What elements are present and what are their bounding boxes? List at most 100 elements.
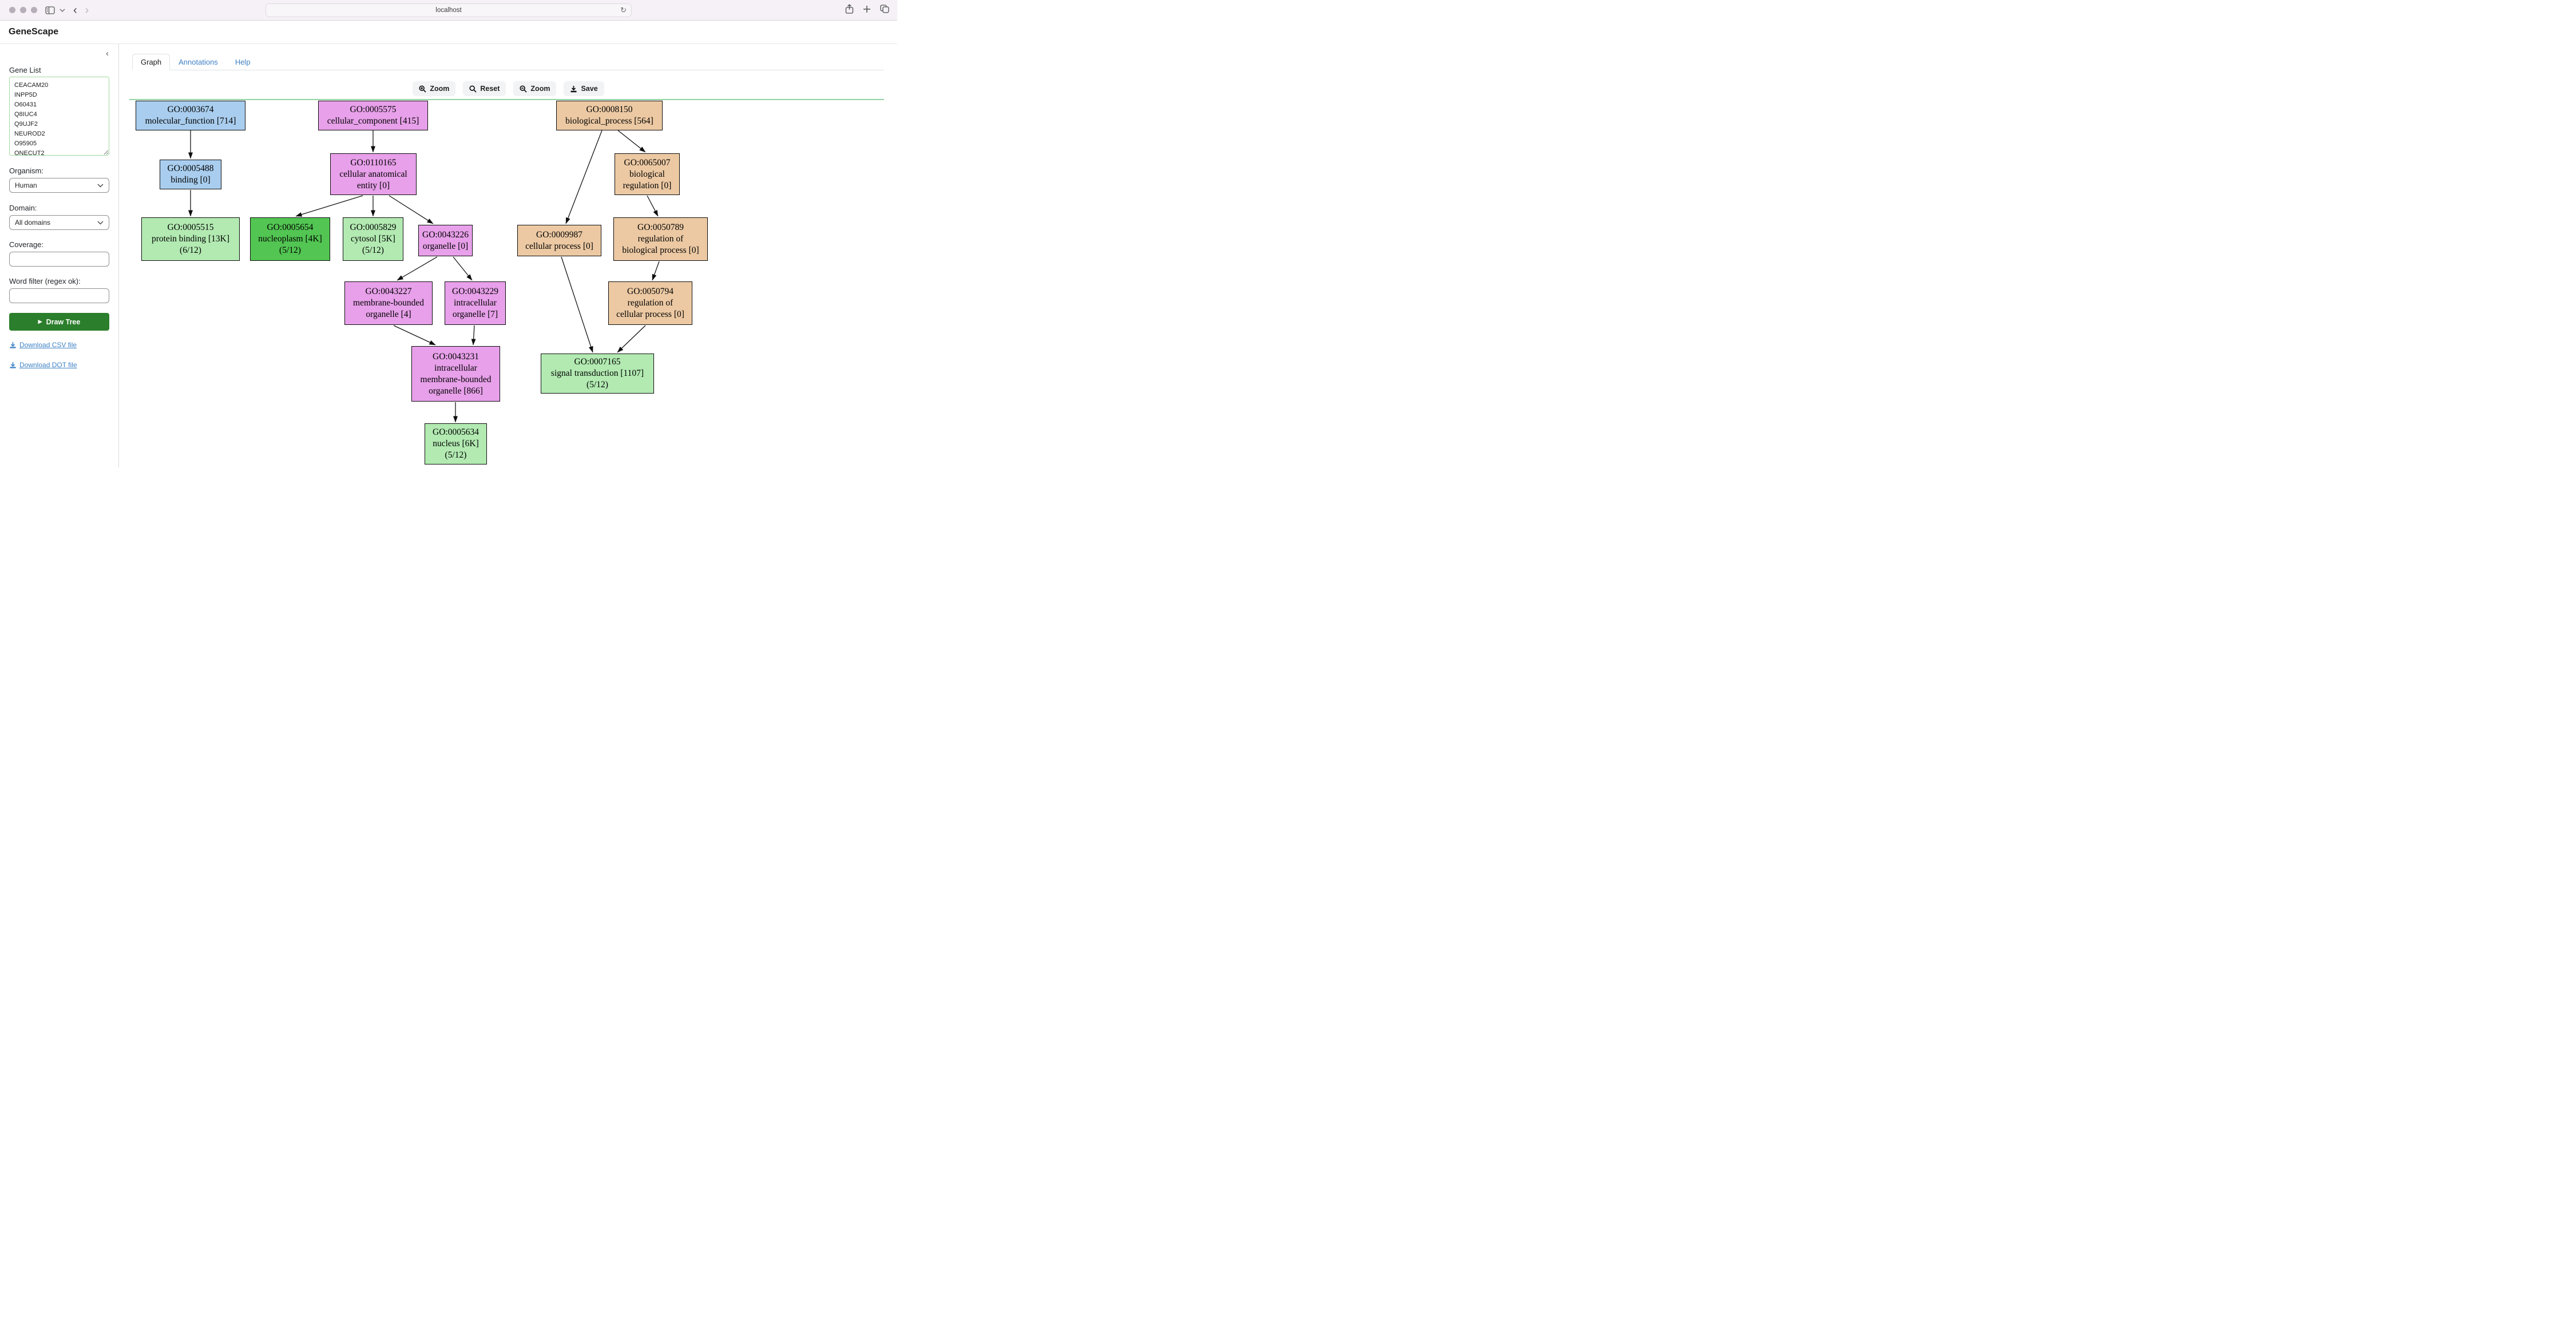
go-node-GO-0005634: GO:0005634 nucleus [6K] (5/12) — [425, 423, 487, 464]
download-icon — [10, 342, 16, 348]
toolbar-divider — [129, 99, 884, 100]
download-dot-row: Download DOT file — [9, 361, 109, 369]
edge-GO:0043226-to-GO:0043227 — [397, 256, 438, 281]
gene-list-label: Gene List — [9, 66, 41, 74]
word-filter-input[interactable] — [9, 288, 109, 303]
edge-GO:0009987-to-GO:0007165 — [561, 256, 593, 353]
edge-GO:0065007-to-GO:0050789 — [647, 195, 659, 217]
app-title: GeneScape — [9, 27, 59, 37]
download-csv-row: Download CSV file — [9, 341, 109, 349]
go-node-text: entity [0] — [356, 180, 390, 190]
edge-GO:0050789-to-GO:0050794 — [652, 261, 660, 281]
zoom-in-icon — [419, 85, 426, 93]
back-button[interactable]: ‹ — [73, 3, 77, 17]
go-node-text: biological — [629, 169, 665, 179]
tab-help[interactable]: Help — [235, 58, 251, 66]
go-node-text: organelle [7] — [452, 309, 498, 319]
window-close-button[interactable] — [9, 7, 15, 13]
go-node-text: (6/12) — [180, 245, 201, 255]
go-node-text: organelle [4] — [366, 309, 411, 319]
address-bar[interactable]: localhost ↻ — [265, 3, 632, 17]
reset-button[interactable]: Reset — [463, 81, 506, 96]
chevron-down-icon — [97, 184, 104, 187]
go-node-text: cellular anatomical — [339, 169, 407, 179]
download-dot-link[interactable]: Download DOT file — [19, 361, 77, 369]
gene-list-textarea[interactable] — [9, 77, 109, 156]
edge-GO:0043227-to-GO:0043231 — [393, 325, 436, 346]
graph-toolbar: Zoom Reset Zoom Save — [120, 81, 897, 96]
draw-tree-button[interactable]: ▶ Draw Tree — [9, 313, 109, 331]
go-node-text: cellular process [0] — [525, 241, 593, 251]
zoom-out-button[interactable]: Zoom — [513, 81, 557, 96]
go-node-text: cellular process [0] — [616, 309, 684, 319]
go-node-text: cytosol [5K] — [351, 234, 395, 244]
go-node-text: (5/12) — [445, 450, 467, 460]
share-icon[interactable] — [845, 4, 854, 17]
chevron-down-icon — [97, 221, 104, 224]
go-node-text: GO:0005515 — [167, 223, 214, 232]
window-minimize-button[interactable] — [20, 7, 26, 13]
sidebar-toggle-icon[interactable] — [45, 6, 55, 14]
download-csv-link[interactable]: Download CSV file — [19, 341, 77, 349]
address-bar-url: localhost — [435, 7, 462, 14]
tab-annotations[interactable]: Annotations — [179, 58, 218, 66]
go-node-text: GO:0005634 — [433, 427, 479, 437]
save-label: Save — [581, 85, 598, 93]
go-node-text: GO:0003674 — [167, 105, 214, 114]
graph-edges — [188, 130, 660, 423]
sidebar-collapse-icon[interactable]: ‹ — [106, 49, 109, 58]
go-node-GO-0005515: GO:0005515 protein binding [13K](6/12) — [141, 217, 240, 261]
go-node-text: GO:0009987 — [536, 229, 582, 240]
forward-button[interactable]: › — [85, 3, 89, 17]
organism-label: Organism: — [9, 166, 43, 175]
go-node-text: organelle [0] — [422, 241, 469, 251]
go-node-text: GO:0007165 — [574, 357, 621, 367]
go-node-text: (5/12) — [279, 245, 301, 255]
tab-overview-icon[interactable] — [880, 5, 889, 16]
play-icon: ▶ — [38, 319, 42, 324]
go-node-text: GO:0043226 — [422, 229, 469, 240]
go-node-text: protein binding [13K] — [151, 234, 230, 244]
coverage-input[interactable] — [9, 252, 109, 267]
domain-select[interactable]: All domains — [9, 215, 109, 230]
edge-GO:0050794-to-GO:0007165 — [617, 325, 646, 353]
go-node-text: membrane-bounded — [353, 298, 424, 308]
reload-icon[interactable]: ↻ — [620, 6, 627, 14]
go-node-text: GO:0043231 — [433, 351, 479, 362]
reset-zoom-icon — [469, 85, 477, 93]
domain-value: All domains — [15, 219, 51, 227]
download-icon — [10, 362, 16, 368]
zoom-in-button[interactable]: Zoom — [413, 81, 456, 96]
go-node-text: (5/12) — [586, 380, 608, 390]
tab-graph[interactable]: Graph — [132, 54, 171, 70]
save-button[interactable]: Save — [564, 81, 604, 96]
go-node-text: GO:0050789 — [637, 223, 684, 232]
tab-bar: Graph Annotations Help — [132, 53, 884, 70]
app-header: GeneScape — [0, 21, 897, 44]
new-tab-icon[interactable] — [863, 5, 871, 16]
coverage-label: Coverage: — [9, 240, 43, 249]
go-node-text: signal transduction [1107] — [550, 368, 644, 378]
word-filter-label: Word filter (regex ok): — [9, 277, 81, 285]
go-node-text: GO:0043229 — [452, 287, 498, 296]
organism-select[interactable]: Human — [9, 178, 109, 193]
go-node-text: nucleus [6K] — [433, 439, 479, 448]
sidebar-chevron-down-icon[interactable] — [60, 9, 65, 12]
edge-GO:0008150-to-GO:0065007 — [617, 130, 646, 153]
edge-GO:0110165-to-GO:0043226 — [389, 195, 434, 224]
zoom-out-label: Zoom — [530, 85, 550, 93]
edge-GO:0043229-to-GO:0043231 — [471, 325, 476, 346]
go-node-text: GO:0008150 — [586, 105, 633, 114]
window-zoom-button[interactable] — [31, 7, 37, 13]
